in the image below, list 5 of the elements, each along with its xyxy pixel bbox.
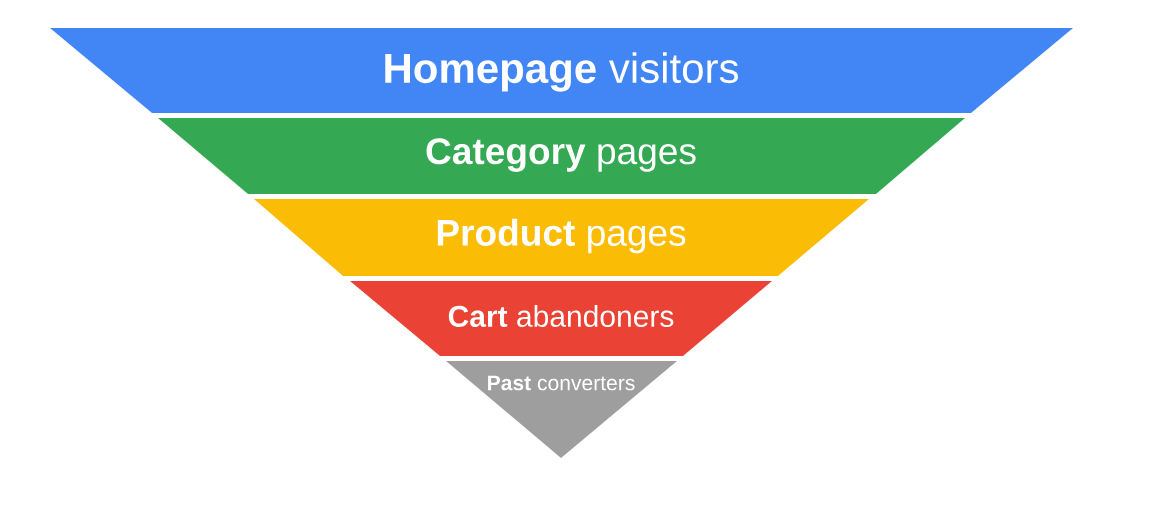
funnel-stage: Category pages: [158, 118, 965, 194]
funnel-stage: Cart abandoners: [350, 281, 772, 356]
funnel-stage: Past converters: [446, 361, 677, 458]
funnel-stage: Homepage visitors: [50, 28, 1073, 113]
funnel-stage: Product pages: [254, 199, 869, 276]
